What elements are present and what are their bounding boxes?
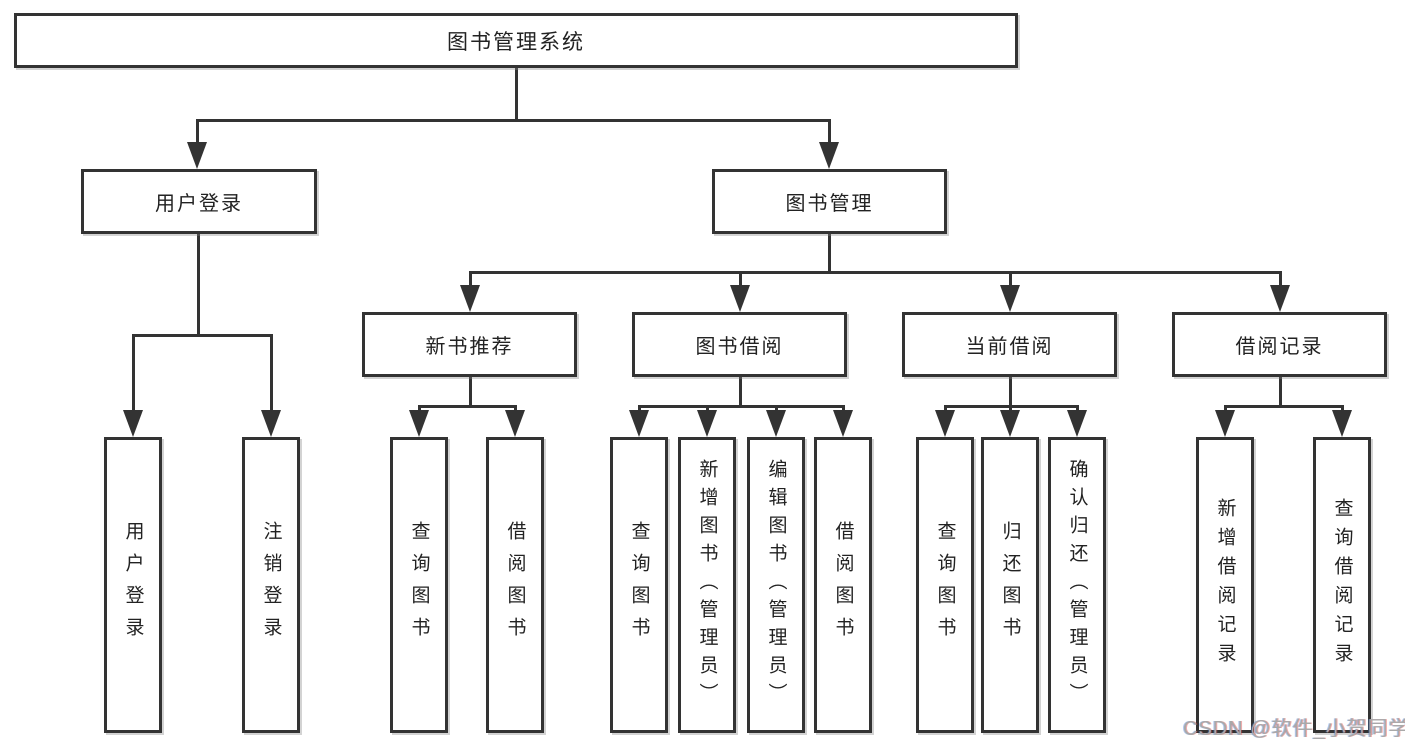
leaf-return-books: 归还图书 [981,437,1039,733]
arrowhead [819,142,839,169]
connector-line [515,68,518,121]
connector-line [132,334,135,413]
csdn-watermark: CSDN @软件_小贺同学 [1183,718,1405,740]
connector-line [1009,271,1012,287]
connector-line [469,377,472,407]
connector-line [469,271,472,287]
connector-line [944,405,947,414]
connector-line [1279,271,1282,287]
connector-line [418,405,421,414]
arrowhead [261,410,281,437]
arrowhead [833,410,853,437]
node-borrowing-records: 借阅记录 [1172,312,1387,377]
leaf-add-borrow-record: 新增借阅记录 [1196,437,1254,733]
arrowhead [1000,410,1020,437]
connector-line [469,271,1281,274]
connector-line [828,234,831,273]
connector-line [638,405,641,414]
connector-line [1224,405,1344,408]
node-book-borrowing: 图书借阅 [632,312,847,377]
arrowhead [187,142,207,169]
leaf-logout-login: 注销登录 [242,437,300,733]
leaf-query-books-recommend: 查询图书 [390,437,448,733]
connector-line [1076,405,1079,414]
leaf-user-login: 用户登录 [104,437,162,733]
connector-line [270,334,273,413]
leaf-query-books-current: 查询图书 [916,437,974,733]
arrowhead [766,410,786,437]
leaf-add-books-admin: 新增图书（管理员） [678,437,736,733]
arrowhead [730,285,750,312]
connector-line [132,334,273,337]
leaf-borrow-books-recommend: 借阅图书 [486,437,544,733]
connector-line [197,234,200,336]
connector-line [739,377,742,407]
arrowhead [460,285,480,312]
arrowhead [629,410,649,437]
node-library-management-system: 图书管理系统 [14,13,1018,68]
connector-line [196,119,831,122]
node-book-management: 图书管理 [712,169,947,234]
connector-line [1279,377,1282,407]
node-current-borrowing: 当前借阅 [902,312,1117,377]
connector-line [706,405,709,414]
connector-line [1224,405,1227,414]
arrowhead [1000,285,1020,312]
leaf-query-books-borrowing: 查询图书 [610,437,668,733]
leaf-confirm-return-admin: 确认归还（管理员） [1048,437,1106,733]
connector-line [842,405,845,414]
connector-line [1009,405,1012,414]
node-user-login: 用户登录 [81,169,317,234]
node-new-book-recommendation: 新书推荐 [362,312,577,377]
leaf-borrow-books-borrowing: 借阅图书 [814,437,872,733]
arrowhead [1270,285,1290,312]
connector-line [638,405,845,408]
connector-line [1009,377,1012,407]
arrowhead [409,410,429,437]
connector-line [828,119,831,146]
arrowhead [1067,410,1087,437]
connector-line [514,405,517,414]
connector-line [739,271,742,287]
leaf-edit-books-admin: 编辑图书（管理员） [747,437,805,733]
connector-line [1341,405,1344,414]
leaf-query-borrow-record: 查询借阅记录 [1313,437,1371,733]
arrowhead [1215,410,1235,437]
connector-line [196,119,199,146]
connector-line [418,405,517,408]
arrowhead [1332,410,1352,437]
arrowhead [123,410,143,437]
connector-line [775,405,778,414]
arrowhead [505,410,525,437]
arrowhead [935,410,955,437]
arrowhead [697,410,717,437]
